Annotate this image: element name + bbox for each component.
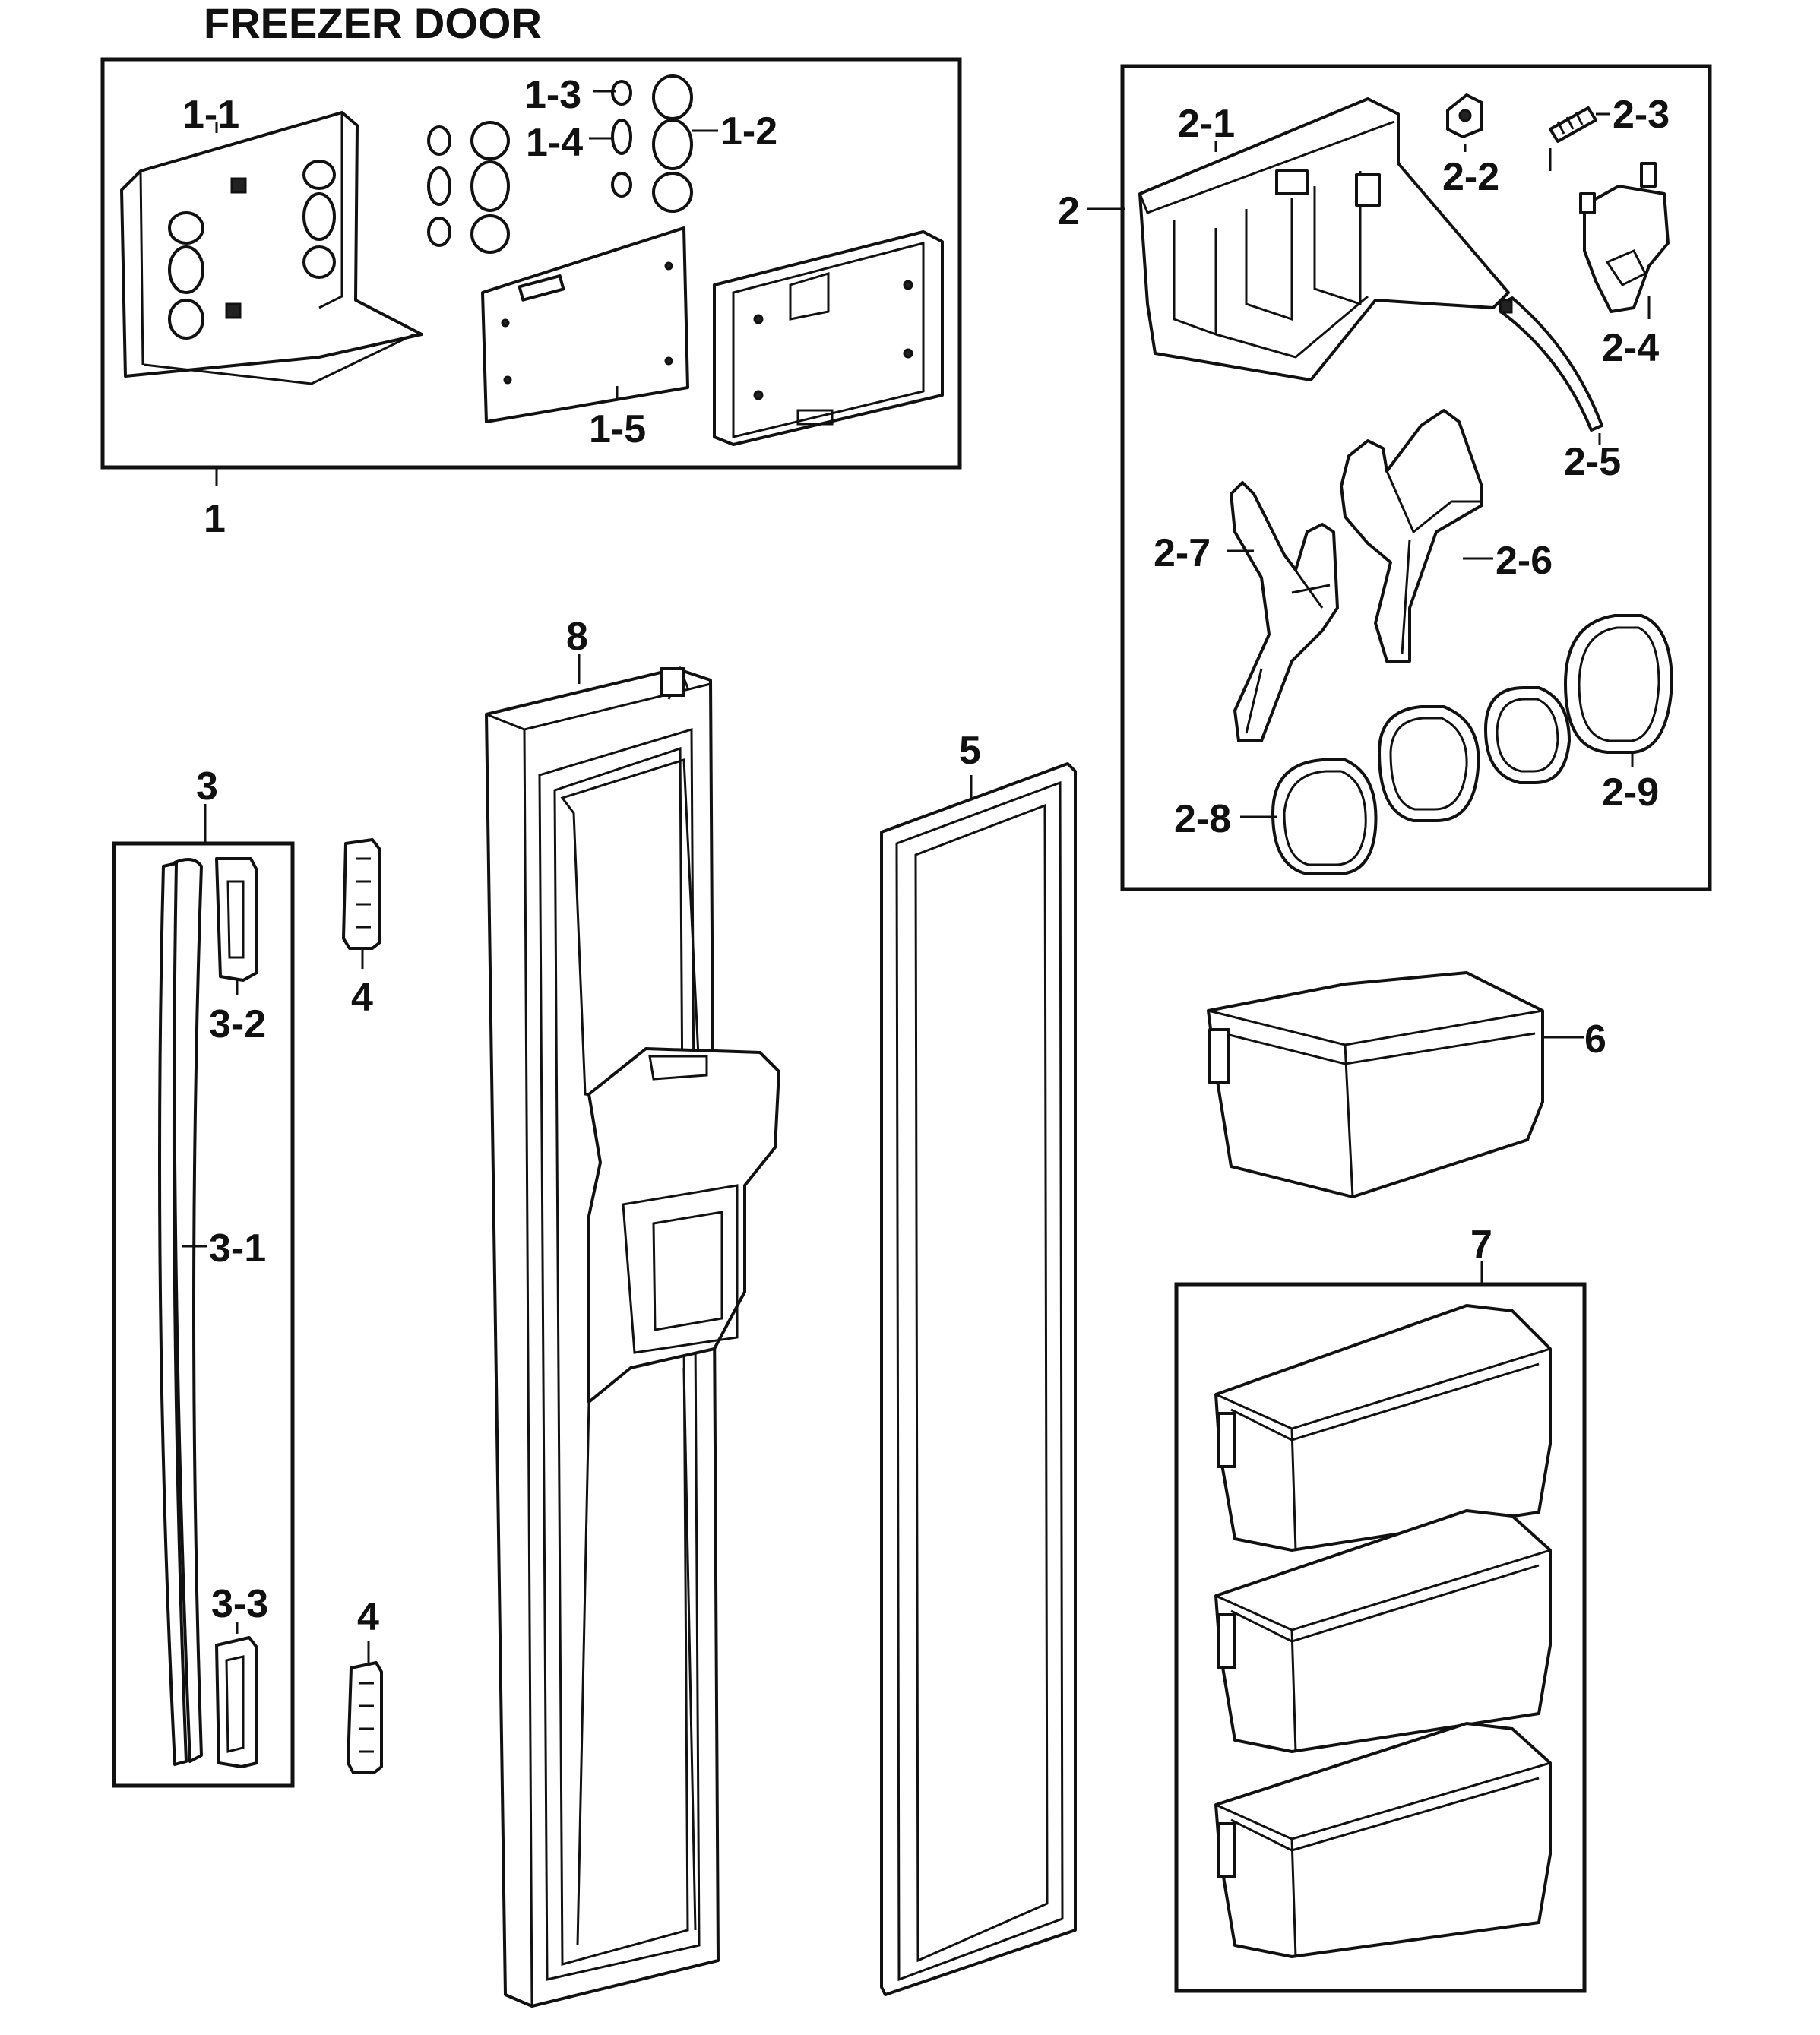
callout-6: 6 [1584,1018,1606,1062]
callout-2-5: 2-5 [1564,440,1621,484]
callout-1-2: 1-2 [720,109,777,153]
callout-3: 3 [196,764,218,809]
diagram-title: FREEZER DOOR [204,0,542,47]
callout-2: 2 [1058,189,1080,233]
part-4-cap-top: 4 [342,838,381,1020]
part-7-bin-1 [1214,1304,1552,1552]
callout-2-6: 2-6 [1496,539,1553,583]
callout-1-4: 1-4 [526,121,583,165]
callout-7: 7 [1470,1223,1492,1267]
group-2-dispenser-lever: 2 2-1 2-2 2-3 2-4 2-5 2-6 2-7 2-8 2-9 [1058,64,1712,891]
callout-8: 8 [566,615,588,659]
part-5-gasket: 5 [880,729,1077,1996]
group-3-box [112,841,295,1788]
group-2-box [1120,64,1712,891]
callout-2-3: 2-3 [1613,93,1670,137]
part-2-3-spring [1549,106,1610,171]
part-2-9-gasket [1484,614,1673,784]
part-4-cap-bottom: 4 [347,1595,383,1774]
part-3-2-cap [215,857,258,982]
callout-1-5: 1-5 [589,407,646,451]
part-2-4-switch [1579,162,1670,313]
group-7-bins: 7 [1174,1223,1587,1993]
group-1-box [100,57,962,470]
callout-1: 1 [204,497,226,541]
part-1-1-bracket [120,111,423,385]
callout-1-1: 1-1 [182,93,239,137]
part-8-door: 8 [485,615,780,2008]
callout-2-8: 2-8 [1174,797,1231,841]
part-2-2-nut [1446,93,1483,138]
part-2-1-housing [1138,97,1510,381]
part-2-7-lever [1230,481,1339,742]
part-2-6-lever [1340,409,1483,663]
callout-3-2: 3-2 [209,1002,266,1046]
callout-1-3: 1-3 [524,73,581,117]
part-6-bin: 6 [1207,971,1606,1198]
group-7-box [1174,1282,1587,1993]
group-3-handle: 3 3-2 3-1 3-3 [112,764,295,1788]
part-7-bin-3 [1214,1722,1552,1958]
callout-2-2: 2-2 [1442,155,1499,199]
callout-3-1: 3-1 [209,1226,266,1271]
part-7-bin-2 [1214,1509,1552,1753]
part-3-1-handle-bar [158,858,203,1766]
group-1-dispenser-cover: 1-1 1-2 1-3 1-4 1-5 1 [100,57,962,541]
callout-3-3: 3-3 [211,1582,268,1626]
part-1-2-grommets [427,74,693,254]
part-3-3-cap [215,1636,258,1768]
callout-5: 5 [959,729,981,773]
part-1-cover-panel [713,230,944,446]
callout-2-9: 2-9 [1602,771,1659,815]
part-2-8-gasket [1271,705,1480,875]
callout-2-4: 2-4 [1602,326,1659,370]
part-2-5-strip [1499,296,1603,432]
callout-4-top: 4 [351,976,373,1020]
callout-2-7: 2-7 [1154,531,1211,575]
callout-4-bottom: 4 [357,1595,379,1639]
part-1-5-plate [481,226,689,423]
callout-2-1: 2-1 [1178,102,1235,146]
